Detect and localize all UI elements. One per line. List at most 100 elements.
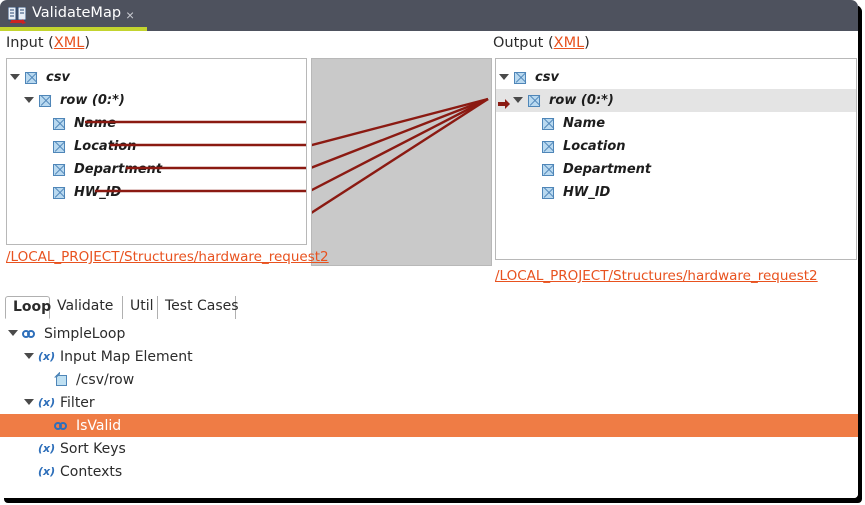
tab-util[interactable]: Util bbox=[123, 296, 158, 319]
element-node-icon bbox=[542, 140, 554, 153]
tree-row[interactable]: Department bbox=[496, 158, 856, 181]
tree-row[interactable]: csv bbox=[496, 66, 856, 89]
chevron-down-icon[interactable] bbox=[8, 329, 18, 338]
chevron-down-icon[interactable] bbox=[24, 398, 34, 407]
element-node-icon bbox=[39, 94, 51, 107]
output-panel-header: Output (XML) bbox=[493, 35, 590, 51]
tree-row-label: csv bbox=[46, 70, 70, 85]
close-icon[interactable]: × bbox=[126, 7, 135, 23]
tree-row[interactable]: Location bbox=[496, 135, 856, 158]
tree-row[interactable]: row (0:*) bbox=[7, 89, 306, 112]
loop-detail-tree[interactable]: SimpleLoop (x) Input Map Element/csv/row (x… bbox=[0, 322, 858, 497]
chevron-down-icon[interactable] bbox=[513, 96, 523, 105]
chevron-down-icon[interactable] bbox=[10, 73, 20, 82]
tree-row[interactable]: Department bbox=[7, 158, 306, 181]
loop-tree-row[interactable]: SimpleLoop bbox=[0, 322, 858, 345]
tab-validate[interactable]: Validate bbox=[50, 296, 123, 319]
tree-row-label: Department bbox=[563, 162, 652, 177]
tree-row-label: Name bbox=[563, 116, 606, 131]
title-bar: ValidateMap × bbox=[0, 0, 858, 31]
map-element-icon bbox=[54, 372, 70, 388]
mapping-canvas[interactable] bbox=[311, 58, 492, 266]
tree-row[interactable]: Location bbox=[7, 135, 306, 158]
tree-row-label: Department bbox=[74, 162, 163, 177]
mapping-link-3 bbox=[312, 97, 489, 214]
function-icon: (x) bbox=[38, 395, 56, 409]
tree-row-label: row (0:*) bbox=[60, 93, 125, 108]
output-xml-link[interactable]: XML bbox=[553, 35, 585, 51]
mapping-grid-background bbox=[312, 59, 491, 265]
tab-loop[interactable]: Loop bbox=[5, 296, 51, 319]
output-header-suffix: ) bbox=[584, 35, 590, 51]
tree-row[interactable]: Name bbox=[7, 112, 306, 135]
tab-test-cases[interactable]: Test Cases bbox=[158, 296, 239, 319]
tree-row[interactable]: csv bbox=[7, 66, 306, 89]
element-node-icon bbox=[528, 94, 540, 107]
loop-tree-row-label: SimpleLoop bbox=[44, 325, 126, 342]
mapping-link-2 bbox=[312, 97, 489, 192]
application-window: ValidateMap × Input (XML) Output (XML) c… bbox=[0, 0, 858, 498]
output-header-prefix: Output ( bbox=[493, 35, 554, 51]
loop-tree-row[interactable]: IsValid bbox=[0, 414, 858, 437]
function-icon: (x) bbox=[38, 441, 56, 455]
tree-row-label: csv bbox=[535, 70, 559, 85]
element-node-icon bbox=[53, 117, 65, 130]
tab-title: ValidateMap bbox=[32, 5, 122, 21]
chevron-down-icon[interactable] bbox=[499, 73, 509, 82]
tree-row[interactable]: HW_ID bbox=[7, 181, 306, 204]
element-node-icon bbox=[25, 71, 37, 84]
mapping-link-0 bbox=[312, 97, 489, 147]
element-node-icon bbox=[514, 71, 526, 84]
loop-tree-row[interactable]: (x) Contexts bbox=[0, 460, 858, 483]
chevron-down-icon[interactable] bbox=[24, 96, 34, 105]
mapping-target-arrow-icon bbox=[498, 95, 510, 109]
tree-row[interactable]: row (0:*) bbox=[496, 89, 856, 112]
mapping-links bbox=[312, 97, 489, 214]
input-header-prefix: Input ( bbox=[6, 35, 54, 51]
window-shadow-bottom bbox=[8, 494, 858, 503]
output-structure-path[interactable]: /LOCAL_PROJECT/Structures/hardware_reque… bbox=[495, 268, 818, 284]
link-icon bbox=[54, 418, 70, 434]
input-panel-header: Input (XML) bbox=[6, 35, 90, 51]
tree-row-label: Location bbox=[563, 139, 626, 154]
tree-row-label: row (0:*) bbox=[549, 93, 614, 108]
loop-tree-row-label: Contexts bbox=[60, 463, 123, 480]
input-header-suffix: ) bbox=[84, 35, 91, 51]
element-node-icon bbox=[53, 163, 65, 176]
element-node-icon bbox=[542, 163, 554, 176]
tree-row-label: HW_ID bbox=[74, 185, 122, 200]
element-node-icon bbox=[53, 186, 65, 199]
loop-tree-row[interactable]: (x) Sort Keys bbox=[0, 437, 858, 460]
loop-tree-row-label: Input Map Element bbox=[60, 348, 193, 365]
tree-row-label: Name bbox=[74, 116, 117, 131]
active-tab-underline bbox=[0, 27, 147, 31]
input-link-stubs bbox=[7, 59, 306, 244]
mapping-link-1 bbox=[312, 97, 489, 169]
editor-tab-validatemap[interactable]: ValidateMap × bbox=[0, 0, 147, 31]
function-icon: (x) bbox=[38, 349, 56, 363]
map-transform-icon bbox=[8, 7, 26, 24]
tree-row[interactable]: HW_ID bbox=[496, 181, 856, 204]
loop-tree-row[interactable]: (x) Filter bbox=[0, 391, 858, 414]
tree-row[interactable]: Name bbox=[496, 112, 856, 135]
loop-tree-row[interactable]: /csv/row bbox=[0, 368, 858, 391]
input-structure-path[interactable]: /LOCAL_PROJECT/Structures/hardware_reque… bbox=[6, 249, 329, 265]
element-node-icon bbox=[542, 186, 554, 199]
loop-tree-row-label: IsValid bbox=[76, 417, 122, 434]
tree-row-label: Location bbox=[74, 139, 137, 154]
tree-row-label: HW_ID bbox=[563, 185, 611, 200]
loop-tree-row-label: Filter bbox=[60, 394, 95, 411]
loop-tree-row-label: Sort Keys bbox=[60, 440, 126, 457]
link-icon bbox=[22, 326, 38, 342]
window-shadow-right bbox=[854, 8, 862, 500]
chevron-down-icon[interactable] bbox=[24, 352, 34, 361]
function-icon: (x) bbox=[38, 464, 56, 478]
element-node-icon bbox=[53, 140, 65, 153]
loop-tree-row-label: /csv/row bbox=[76, 371, 135, 388]
input-xml-link[interactable]: XML bbox=[53, 35, 85, 51]
loop-tree-row[interactable]: (x) Input Map Element bbox=[0, 345, 858, 368]
